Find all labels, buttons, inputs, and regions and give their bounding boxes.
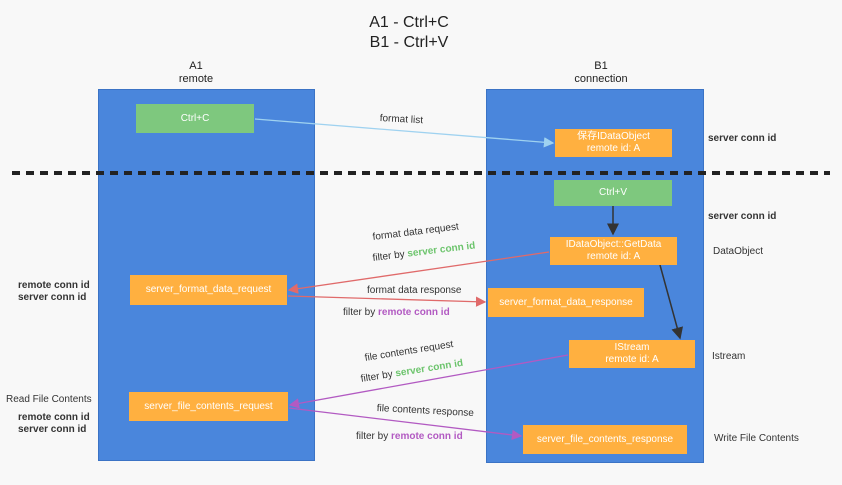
save-dataobject-id: remote id: A	[586, 143, 641, 154]
istream-title: IStream	[614, 342, 650, 353]
istream-box: IStream remote id: A	[569, 340, 695, 368]
title-line1: A1 - Ctrl+C	[369, 14, 449, 31]
getdata-id: remote id: A	[586, 251, 641, 262]
side-dataobject: DataObject	[713, 246, 764, 257]
lane-a1-sub: remote	[178, 73, 214, 85]
left-remote-conn-id-1: remote conn id	[18, 280, 90, 291]
arrow-file-contents-response	[288, 407, 523, 441]
arrow-format-list	[254, 118, 555, 148]
filter-by-text: filter by	[343, 307, 376, 318]
save-dataobject-title: 保存IDataObject	[577, 131, 650, 142]
arrow-file-contents-request	[288, 354, 569, 409]
remote-conn-id-text: remote conn id	[378, 307, 450, 318]
lane-a1-header: A1 remote	[156, 60, 236, 86]
ctrl-c-box: Ctrl+C	[136, 104, 254, 133]
left-server-conn-id-2: server conn id	[18, 424, 87, 435]
getdata-box: IDataObject::GetData remote id: A	[550, 237, 677, 265]
title-line2: B1 - Ctrl+V	[369, 34, 449, 51]
ctrl-v-box: Ctrl+V	[554, 180, 672, 206]
server-file-contents-request-box: server_file_contents_request	[129, 392, 288, 421]
getdata-title: IDataObject::GetData	[565, 239, 662, 250]
arrow-format-data-response	[287, 295, 487, 307]
left-server-conn-id-1: server conn id	[18, 292, 87, 303]
file-contents-response-filter: filter by remote conn id	[356, 431, 463, 442]
arrow-getdata-istream	[659, 264, 684, 340]
side-server-conn-id-2: server conn id	[708, 211, 777, 222]
format-list-label: format list	[379, 113, 424, 127]
format-data-response-filter: filter by remote conn id	[343, 307, 450, 318]
side-server-conn-id-1: server conn id	[708, 133, 777, 144]
lane-b1-sub: connection	[574, 73, 628, 85]
server-format-data-response-box: server_format_data_response	[488, 288, 644, 317]
lane-a1-name: A1	[189, 60, 203, 72]
side-istream: Istream	[712, 351, 746, 362]
filter-by-text: filter by	[356, 431, 389, 442]
lane-b1-name: B1	[594, 60, 608, 72]
lane-b1-header: B1 connection	[556, 60, 646, 86]
left-remote-conn-id-2: remote conn id	[18, 412, 90, 423]
save-dataobject-box: 保存IDataObject remote id: A	[555, 129, 672, 157]
server-format-data-request-box: server_format_data_request	[130, 275, 287, 305]
format-data-response-label: format data response	[367, 285, 462, 296]
side-write-file-contents: Write File Contents	[714, 433, 799, 444]
istream-id: remote id: A	[605, 354, 659, 365]
left-read-file-contents: Read File Contents	[6, 394, 92, 405]
server-file-contents-response-box: server_file_contents_response	[523, 425, 687, 454]
remote-conn-id-text: remote conn id	[391, 431, 463, 442]
arrow-format-data-request	[287, 251, 550, 294]
